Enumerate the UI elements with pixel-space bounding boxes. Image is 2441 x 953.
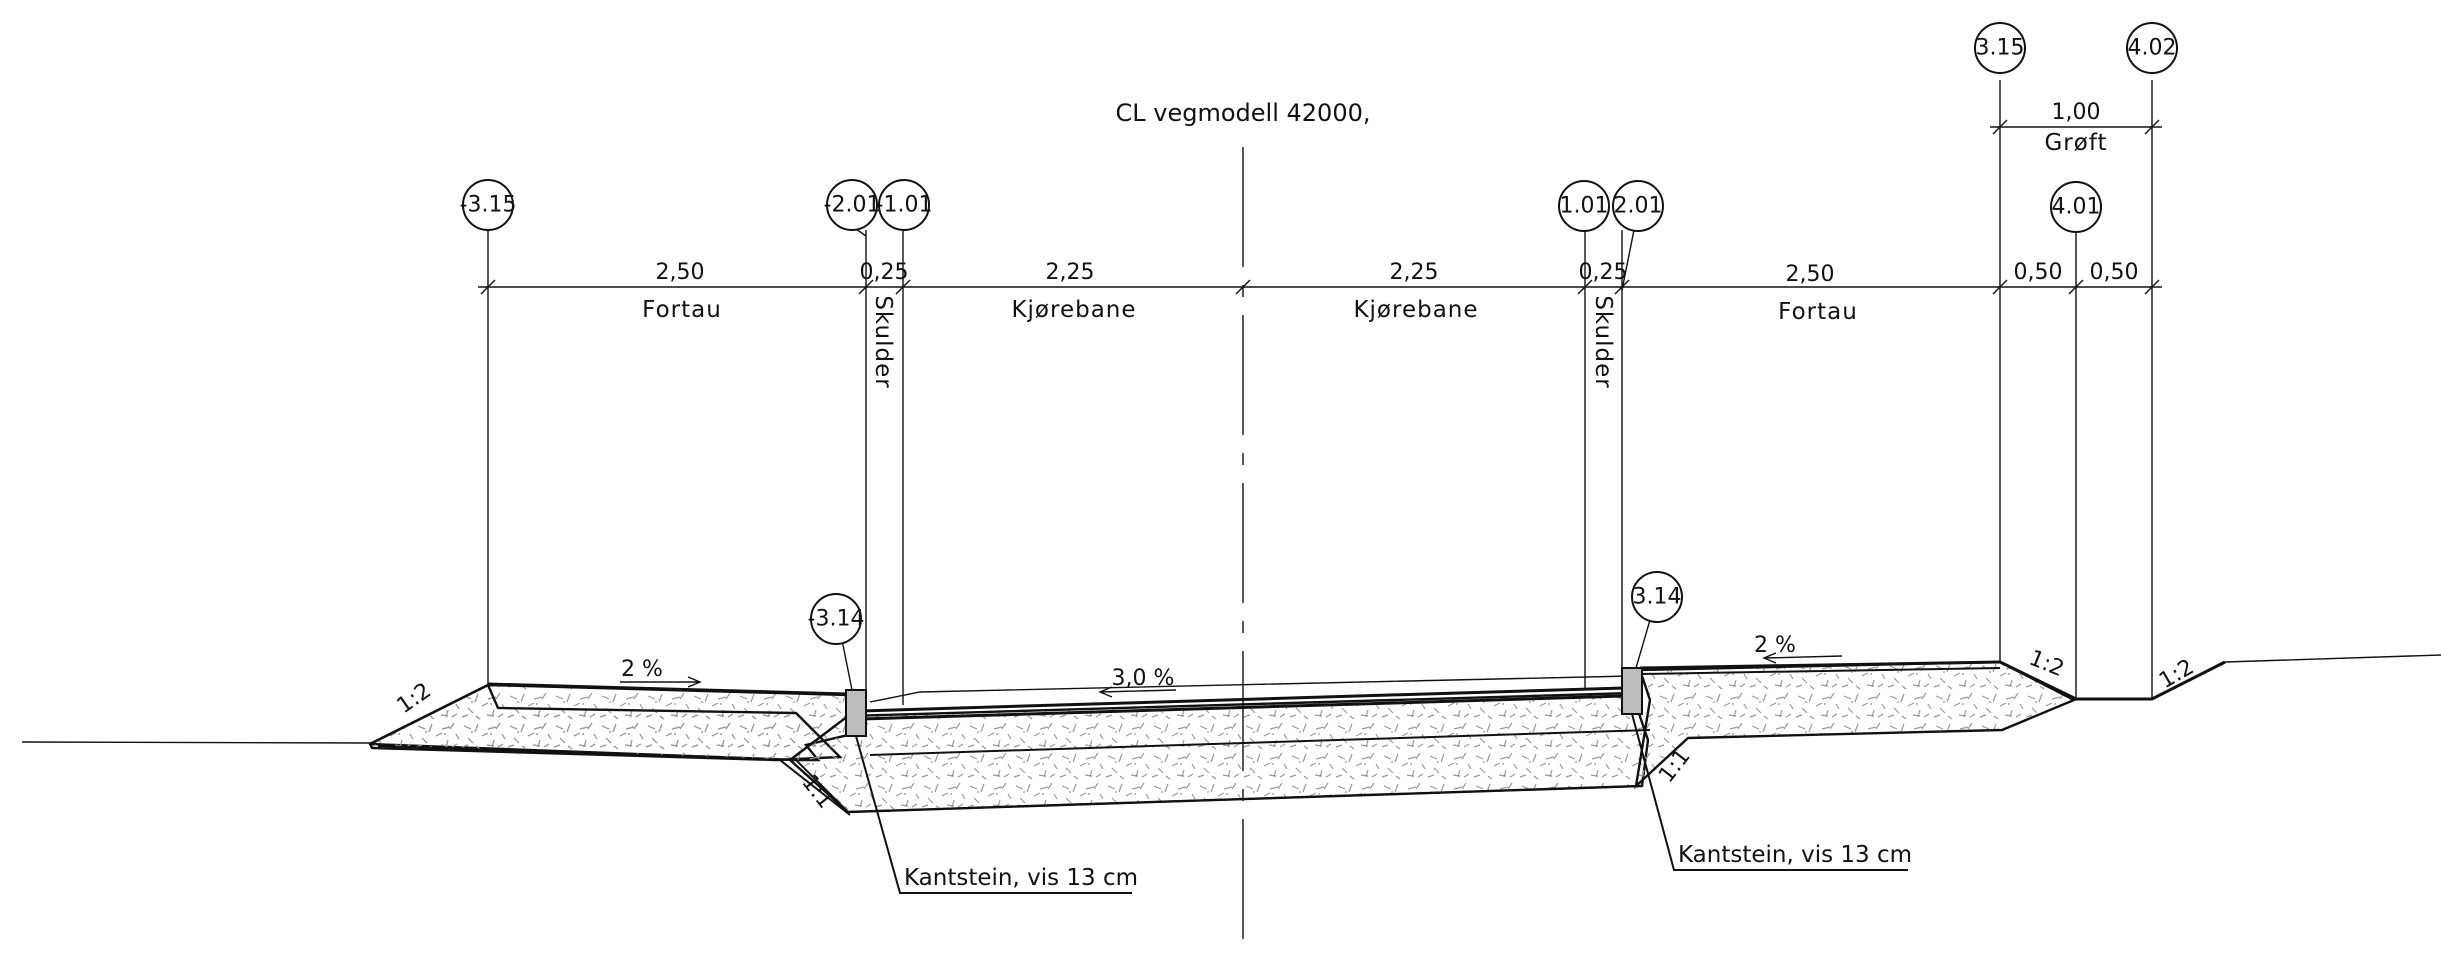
- svg-text:2.01: 2.01: [1614, 194, 1663, 219]
- slope-right-fortau: 2 %: [1754, 633, 1796, 658]
- svg-text:-3.15: -3.15: [460, 193, 517, 218]
- slope-left-fortau: 2 %: [621, 657, 663, 682]
- left-subgrade: [377, 745, 851, 816]
- point-bubble-left-kjorebane: -1.01: [876, 179, 933, 231]
- dim-right-fortau: 2,50: [1786, 262, 1835, 287]
- label-left-skulder: Skulder: [870, 295, 896, 388]
- point-bubble-right-kjorebane: 1.01: [1558, 180, 1610, 232]
- svg-text:4.01: 4.01: [2052, 195, 2101, 220]
- slope-arrow-road: [1098, 686, 1177, 698]
- point-bubble-right-fortau: 3.15: [1974, 22, 2026, 74]
- ground-line-right: [2224, 654, 2441, 663]
- slope-road: 3,0 %: [1112, 666, 1175, 691]
- ground-line-left: [21, 741, 373, 744]
- extension-lines: [487, 80, 2153, 705]
- svg-text:3.15: 3.15: [1976, 36, 2025, 61]
- right-fortau-surface: [1639, 660, 2001, 670]
- label-right-fortau: Fortau: [1778, 299, 1858, 325]
- svg-text:4.02: 4.02: [2128, 36, 2177, 61]
- dim-left-skulder: 0,25: [860, 260, 909, 285]
- right-kantstein-block: [1621, 667, 1643, 715]
- slope-groft-back: 1:2: [2155, 655, 2198, 694]
- slope-arrow-left-fortau: [620, 676, 702, 688]
- svg-text:-3.14: -3.14: [808, 607, 865, 632]
- road-top-line: [869, 675, 1631, 703]
- svg-text:-1.01: -1.01: [876, 193, 933, 218]
- point-bubble-right-kantstein-top: 2.01: [1612, 180, 1664, 291]
- road-layer-line: [869, 729, 1651, 756]
- label-left-fortau: Fortau: [642, 297, 722, 323]
- right-fortau-surface-2: [1639, 667, 2001, 675]
- note-left-kantstein: Kantstein, vis 13 cm: [904, 865, 1138, 891]
- dim-groft-total: 1,00: [2052, 100, 2101, 125]
- dim-right-kjorebane: 2,25: [1390, 260, 1439, 285]
- groft-ditch: [1999, 660, 2226, 701]
- dim-left-kjorebane: 2,25: [1046, 260, 1095, 285]
- leader-left-kantstein: [855, 735, 1132, 894]
- label-groft: Grøft: [2044, 130, 2107, 156]
- dim-groft-a: 0,50: [2014, 260, 2063, 285]
- left-kantstein-block: [845, 689, 867, 737]
- note-right-kantstein: Kantstein, vis 13 cm: [1678, 842, 1912, 868]
- point-bubble-left-fortau: -3.15: [460, 179, 517, 232]
- road-subgrade: [795, 759, 1643, 814]
- dim-left-fortau: 2,50: [656, 260, 705, 285]
- point-bubble-left-kantstein-top: -2.01: [824, 179, 881, 237]
- slope-arrow-right-fortau: [1762, 652, 1843, 664]
- right-fortau-body: [1634, 660, 2077, 790]
- dim-groft-b: 0,50: [2090, 260, 2139, 285]
- svg-text:1.01: 1.01: [1560, 194, 1609, 219]
- point-bubble-groft-edge: 4.02: [2126, 22, 2178, 74]
- point-bubble-right-kantstein: 3.14: [1631, 571, 1683, 669]
- dim-right-skulder: 0,25: [1579, 260, 1628, 285]
- road-surface-2: [861, 694, 1625, 721]
- label-right-skulder: Skulder: [1590, 295, 1616, 388]
- drawing-title: CL vegmodell 42000,: [1116, 99, 1371, 127]
- svg-text:-2.01: -2.01: [824, 193, 881, 218]
- left-fortau-base: [368, 683, 843, 762]
- label-right-kjorebane: Kjørebane: [1353, 297, 1478, 323]
- dimension-ticks: [480, 119, 2160, 295]
- point-bubble-groft-bottom: 4.01: [2050, 181, 2102, 233]
- label-left-kjorebane: Kjørebane: [1011, 297, 1136, 323]
- left-fortau-surface: [487, 682, 849, 696]
- leader-right-kantstein: [1631, 713, 1908, 871]
- svg-text:3.14: 3.14: [1633, 585, 1682, 610]
- road-surface: [859, 686, 1625, 713]
- point-bubble-left-kantstein: -3.14: [808, 593, 865, 691]
